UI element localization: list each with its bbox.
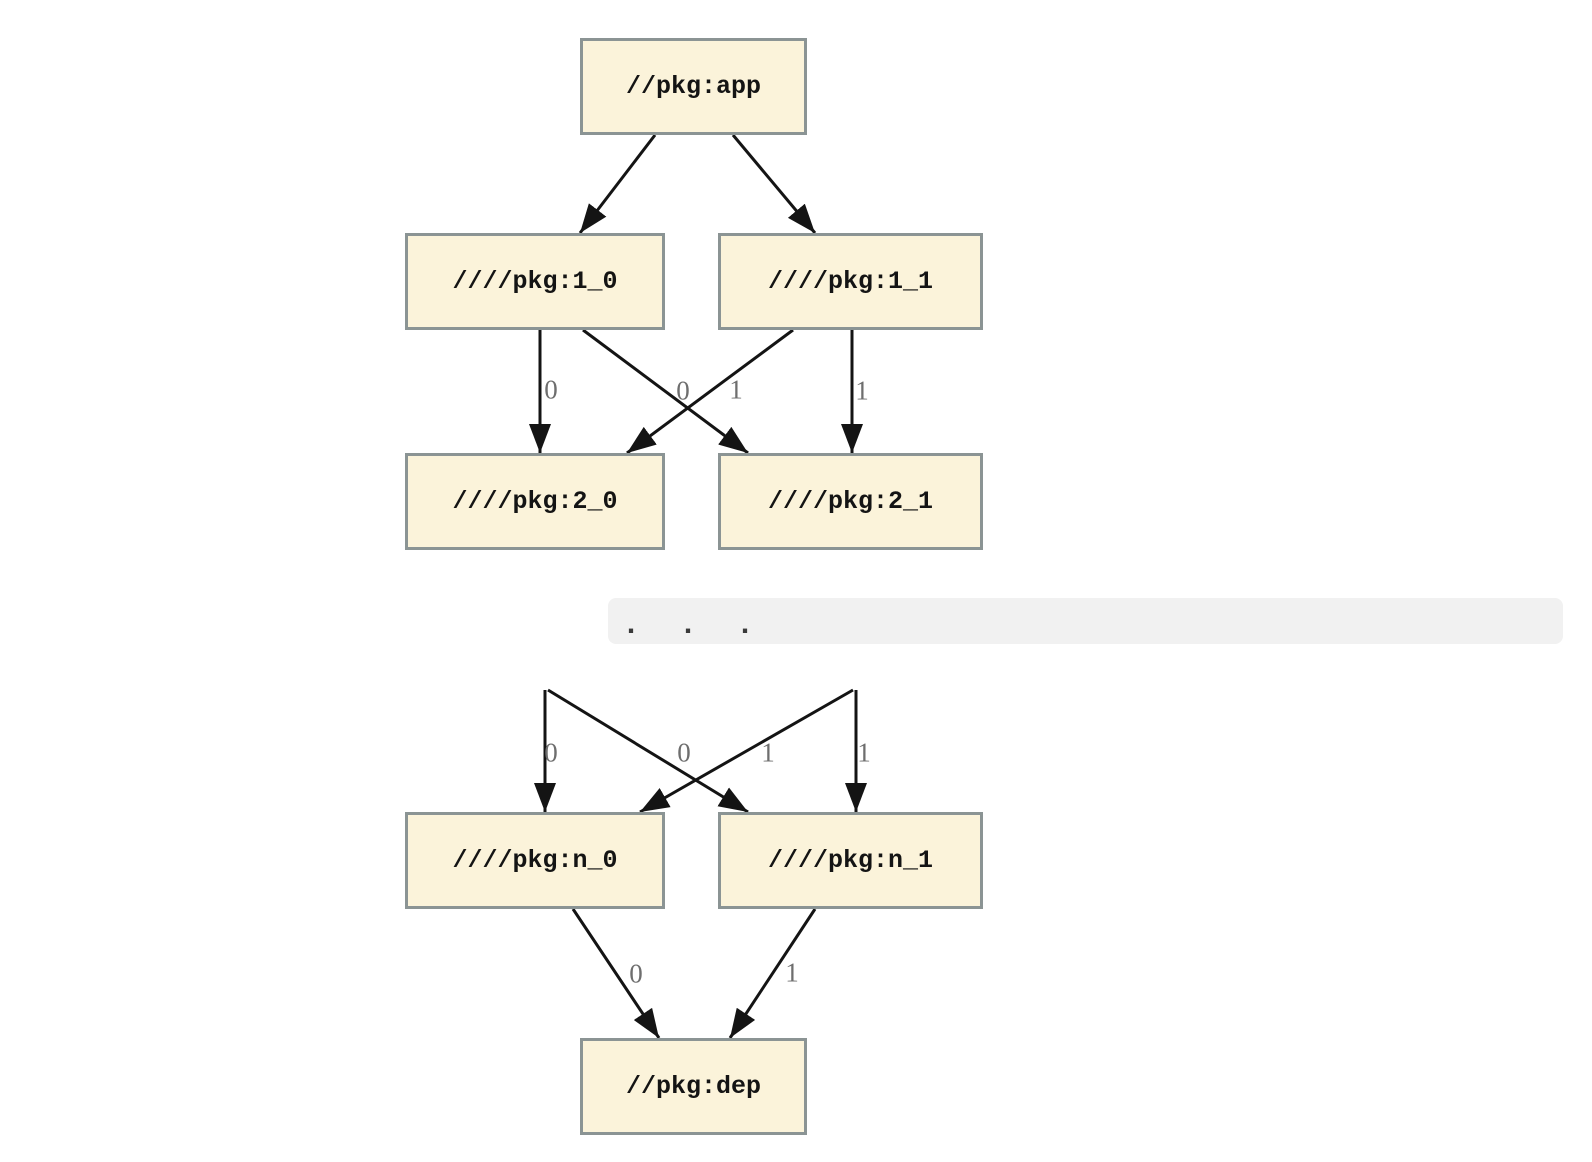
node-pkg-1_0-label: ////pkg:1_0 <box>452 267 618 296</box>
edge-n_0-to-dep <box>571 908 661 1039</box>
node-pkg-app: //pkg:app <box>580 38 807 135</box>
node-pkg-n_0-label: ////pkg:n_0 <box>452 846 618 875</box>
edge-app-to-1_1 <box>731 134 817 234</box>
edge-n_1-to-dep <box>728 908 817 1039</box>
edge-label-1_1-2_1: 1 <box>855 375 869 406</box>
node-pkg-2_0: ////pkg:2_0 <box>405 453 665 550</box>
ellipsis-dots: . . . <box>622 609 756 643</box>
node-pkg-2_1-label: ////pkg:2_1 <box>767 487 934 516</box>
edge-1_1-to-2_0 <box>626 328 794 455</box>
edge-1_0-to-2_1 <box>582 328 749 455</box>
edge-label-n_1-dep: 1 <box>785 957 799 988</box>
edge-label-n_0-dep: 0 <box>629 958 643 989</box>
edge-label-1_1-2_0: 0 <box>676 375 690 406</box>
node-pkg-app-label: //pkg:app <box>625 72 762 101</box>
node-pkg-n_1-label: ////pkg:n_1 <box>767 846 934 875</box>
edge-label-hidden2-n_1: 1 <box>857 737 871 768</box>
node-pkg-n_1: ////pkg:n_1 <box>718 812 983 909</box>
node-pkg-1_0: ////pkg:1_0 <box>405 233 665 330</box>
node-pkg-1_1-label: ////pkg:1_1 <box>767 267 934 296</box>
edge-label-1_0-2_0: 0 <box>544 374 558 405</box>
node-pkg-n_0: ////pkg:n_0 <box>405 812 665 909</box>
edge-label-1_0-2_1: 1 <box>729 374 743 405</box>
node-pkg-dep: //pkg:dep <box>580 1038 807 1135</box>
node-pkg-2_1: ////pkg:2_1 <box>718 453 983 550</box>
node-pkg-1_1: ////pkg:1_1 <box>718 233 983 330</box>
edge-label-hidden-n_0: 0 <box>544 737 558 768</box>
node-pkg-2_0-label: ////pkg:2_0 <box>452 487 618 516</box>
edge-app-to-1_0 <box>578 134 657 234</box>
edge-hidden-to-n_1 <box>547 688 749 814</box>
edge-label-hidden-n_1: 1 <box>761 737 775 768</box>
ellipsis-band: . . . <box>608 598 1563 644</box>
edge-hidden2-to-n_0 <box>639 688 854 814</box>
edge-label-hidden2-n_0: 0 <box>677 737 691 768</box>
node-pkg-dep-label: //pkg:dep <box>625 1072 762 1101</box>
